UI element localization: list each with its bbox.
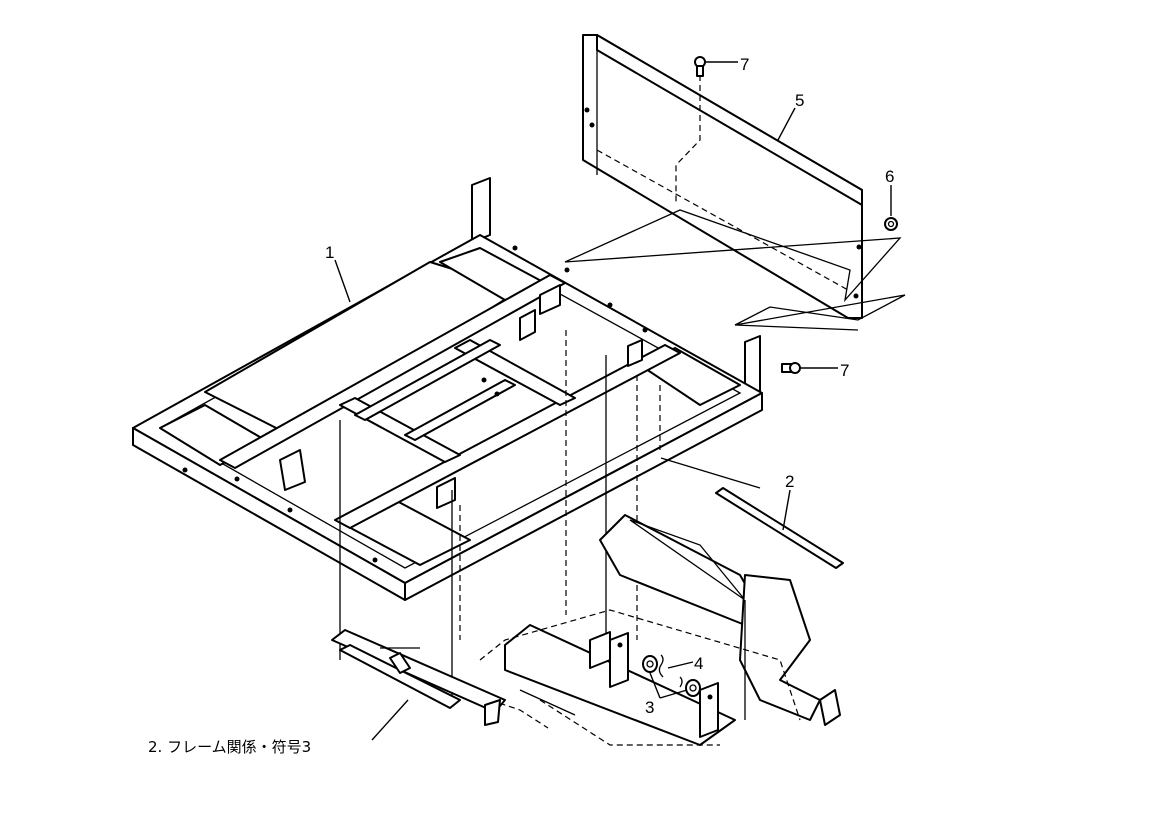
callout-part-5: 5 — [795, 91, 804, 110]
lower-chassis — [479, 514, 841, 746]
washers-part-3 — [642, 655, 701, 697]
callout-part-4: 4 — [694, 654, 703, 673]
rod-part-2 — [715, 487, 844, 569]
leader-part-5 — [777, 107, 796, 141]
bolt-part-7-side — [781, 362, 801, 374]
callout-part-7-top: 7 — [740, 55, 749, 74]
callout-part-7-side: 7 — [840, 361, 849, 380]
reference-caption: 2. フレーム関係・符号3 — [148, 738, 311, 756]
callout-part-3: 3 — [645, 698, 654, 717]
callout-part-6: 6 — [885, 167, 894, 186]
callout-part-1: 1 — [325, 243, 334, 262]
main-frame-part-1 — [132, 177, 763, 601]
side-panel-part-5 — [582, 34, 863, 319]
panel-floor-plates — [564, 209, 906, 331]
bolt-part-7-top — [694, 56, 706, 77]
leader-part-1 — [334, 259, 351, 303]
pins-part-4 — [658, 654, 683, 688]
bolt-path-top — [675, 75, 701, 205]
referenced-bracket — [331, 629, 506, 726]
nut-part-6 — [884, 217, 898, 231]
callout-part-2: 2 — [785, 472, 794, 491]
